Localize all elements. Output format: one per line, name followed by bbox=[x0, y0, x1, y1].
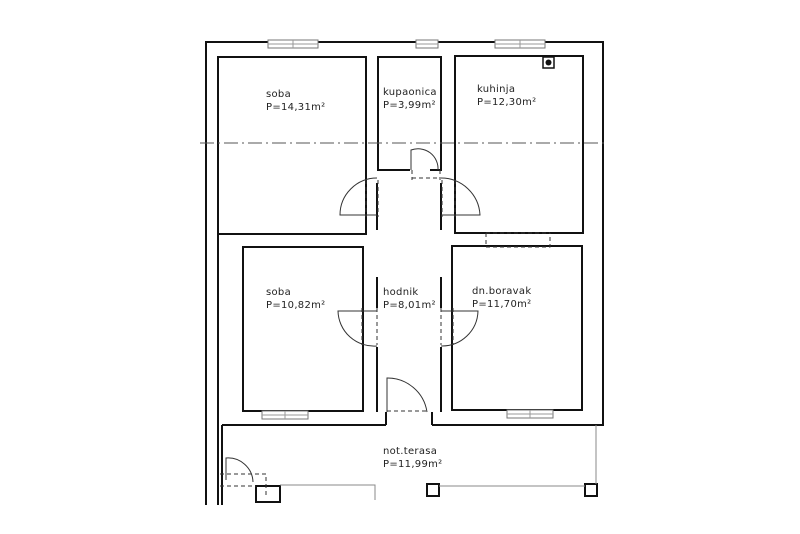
windows bbox=[261, 39, 554, 420]
room-area: P=12,30m² bbox=[477, 97, 537, 108]
door-swing bbox=[386, 377, 428, 413]
door-opening bbox=[485, 232, 551, 248]
door-swing bbox=[337, 310, 378, 347]
room-name: soba bbox=[266, 287, 292, 298]
room-area: P=11,70m² bbox=[472, 299, 532, 310]
door-swing bbox=[440, 177, 481, 216]
room-name: dn.boravak bbox=[472, 286, 532, 297]
door-swing bbox=[339, 177, 378, 216]
room-area: P=8,01m² bbox=[383, 300, 436, 311]
terrace-pillar bbox=[584, 483, 598, 497]
chimney-flue-icon bbox=[545, 59, 552, 66]
room-name: kuhinja bbox=[477, 84, 516, 95]
room-boravak-outline bbox=[451, 245, 583, 411]
room-name: kupaonica bbox=[383, 87, 437, 98]
terrace-pillar bbox=[255, 485, 281, 503]
room-name: hodnik bbox=[383, 287, 419, 298]
terrace-rail bbox=[280, 425, 597, 500]
room-name: not.terasa bbox=[383, 446, 438, 457]
room-soba-2-outline bbox=[242, 246, 364, 412]
door-swing bbox=[225, 457, 254, 483]
terrace-pillar bbox=[426, 483, 440, 497]
terrace-wall bbox=[221, 424, 603, 505]
door-swing bbox=[440, 310, 479, 347]
room-area: P=10,82m² bbox=[266, 300, 326, 311]
room-kuhinja-outline bbox=[454, 55, 584, 234]
room-area: P=3,99m² bbox=[383, 100, 436, 111]
door-opening bbox=[361, 308, 454, 412]
room-soba-1-outline bbox=[217, 56, 367, 235]
room-area: P=14,31m² bbox=[266, 102, 326, 113]
door-opening bbox=[220, 473, 267, 497]
door-swing bbox=[410, 148, 439, 171]
room-name: soba bbox=[266, 89, 292, 100]
room-area: P=11,99m² bbox=[383, 459, 443, 470]
room-kupaonica-outline bbox=[377, 56, 442, 171]
